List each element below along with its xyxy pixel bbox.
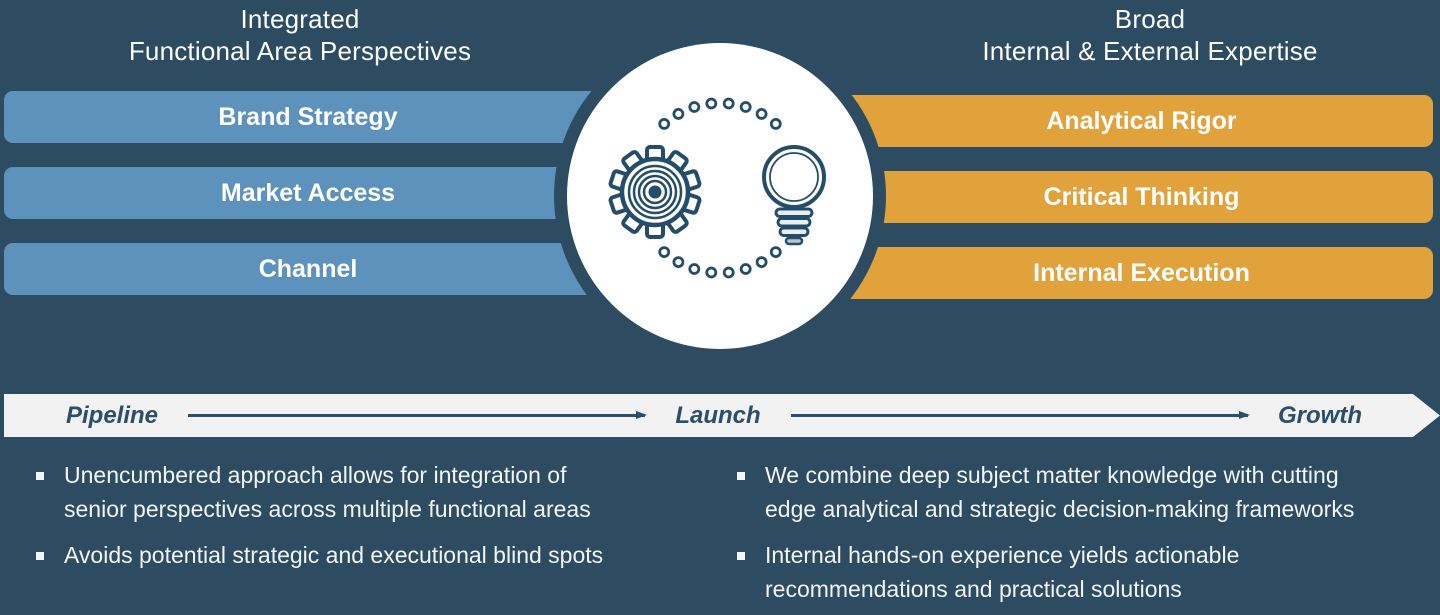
dotted-arc-top-icon (658, 97, 782, 130)
left-heading: Integrated Functional Area Perspectives (0, 3, 600, 67)
timeline-stage-pipeline: Pipeline (66, 401, 159, 429)
timeline-stage-growth: Growth (1278, 401, 1362, 429)
timeline-banner: Pipeline Launch Growth (4, 394, 1440, 437)
timeline-stage-launch: Launch (675, 401, 761, 429)
bullet-square-icon (36, 552, 44, 560)
bullet-list-right: We combine deep subject matter knowledge… (737, 458, 1427, 615)
bullet-item: We combine deep subject matter knowledge… (737, 458, 1427, 526)
bar-market-access: Market Access (4, 167, 640, 219)
right-heading-line1: Broad (1114, 4, 1186, 34)
bar-channel-label: Channel (258, 254, 358, 283)
bar-market-access-label: Market Access (220, 178, 396, 207)
innovation-icons (608, 97, 826, 279)
right-heading: Broad Internal & External Expertise (860, 3, 1440, 67)
bar-critical-thinking-label: Critical Thinking (1043, 182, 1240, 211)
bar-channel: Channel (4, 243, 640, 295)
bar-brand-strategy: Brand Strategy (4, 91, 640, 143)
bar-internal-execution: Internal Execution (800, 247, 1433, 299)
bullet-item: Unencumbered approach allows for integra… (36, 458, 636, 526)
bar-brand-strategy-label: Brand Strategy (218, 102, 398, 131)
bullet-text: Avoids potential strategic and execution… (64, 542, 604, 568)
bar-analytical-rigor: Analytical Rigor (800, 95, 1433, 147)
bullet-text: Internal hands-on experience yields acti… (765, 542, 1240, 602)
gear-icon (608, 145, 702, 239)
bullet-text: We combine deep subject matter knowledge… (765, 462, 1355, 522)
bullet-square-icon (36, 472, 44, 480)
bullet-item: Internal hands-on experience yields acti… (737, 538, 1427, 606)
bullet-list-left: Unencumbered approach allows for integra… (36, 458, 636, 584)
bullet-item: Avoids potential strategic and execution… (36, 538, 636, 572)
timeline-arrow-icon (188, 414, 645, 417)
right-heading-line2: Internal & External Expertise (982, 36, 1318, 66)
bar-analytical-rigor-label: Analytical Rigor (1046, 106, 1237, 135)
left-heading-line1: Integrated (240, 4, 360, 34)
bullet-square-icon (737, 472, 745, 480)
bullet-square-icon (737, 552, 745, 560)
bullet-text: Unencumbered approach allows for integra… (64, 462, 591, 522)
left-heading-line2: Functional Area Perspectives (128, 36, 472, 66)
dotted-arc-bottom-icon (658, 246, 782, 279)
bar-critical-thinking: Critical Thinking (800, 171, 1433, 223)
bar-internal-execution-label: Internal Execution (1033, 258, 1250, 287)
timeline-arrow-icon (791, 414, 1248, 417)
lightbulb-icon (762, 145, 826, 246)
